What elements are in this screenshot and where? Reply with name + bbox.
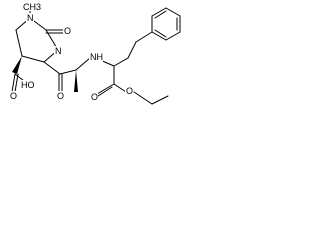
label-background <box>54 46 62 56</box>
label-background <box>23 1 39 11</box>
bond <box>59 69 77 75</box>
bond <box>43 61 61 75</box>
aromatic-double-bond <box>154 29 167 38</box>
ester-oxo-label: O <box>91 92 98 102</box>
phenylethyl-chain <box>113 31 153 67</box>
label-background <box>125 86 133 96</box>
chemical-structure-diagram: CH3 N O N HO O O NH O O <box>9 1 181 105</box>
phenyl-ring <box>151 7 181 41</box>
bond <box>165 7 181 17</box>
amide-linkage <box>43 57 91 93</box>
label-background <box>89 52 103 62</box>
methyl-label: CH3 <box>23 2 41 12</box>
double-bond <box>97 86 113 97</box>
ester-chain <box>96 59 169 105</box>
label-background <box>26 13 34 23</box>
bond <box>113 83 127 93</box>
double-bond <box>11 73 16 93</box>
double-bond <box>14 73 19 93</box>
amide-oxo-label: O <box>57 91 64 101</box>
stereo-wedge <box>12 56 22 74</box>
label-background <box>63 26 71 36</box>
bond <box>151 95 169 105</box>
bond <box>151 31 167 41</box>
bond <box>15 29 23 57</box>
acid-hydroxyl-label: HO <box>21 80 35 90</box>
bond <box>165 31 181 41</box>
bond <box>127 41 137 59</box>
ester-oxygen-label: O <box>126 86 133 96</box>
acid-oxo-label: O <box>10 91 17 101</box>
bond <box>75 57 91 71</box>
n-acyl-label: N <box>55 46 62 56</box>
bond <box>133 91 153 105</box>
n-methyl-label: N <box>27 13 34 23</box>
label-background <box>20 80 34 90</box>
bond <box>151 7 167 17</box>
bond <box>135 31 153 43</box>
label-background <box>9 91 17 101</box>
stereo-wedge <box>74 70 78 92</box>
amine-label: NH <box>90 52 103 62</box>
bond <box>113 57 129 67</box>
label-background <box>90 92 98 102</box>
double-bond <box>96 83 115 95</box>
aromatic-double-bond <box>154 10 167 19</box>
atom-labels: CH3 N O N HO O O NH O O <box>9 1 133 102</box>
bond <box>21 55 45 63</box>
ring-oxo-label: O <box>64 26 71 36</box>
label-background <box>56 91 64 101</box>
